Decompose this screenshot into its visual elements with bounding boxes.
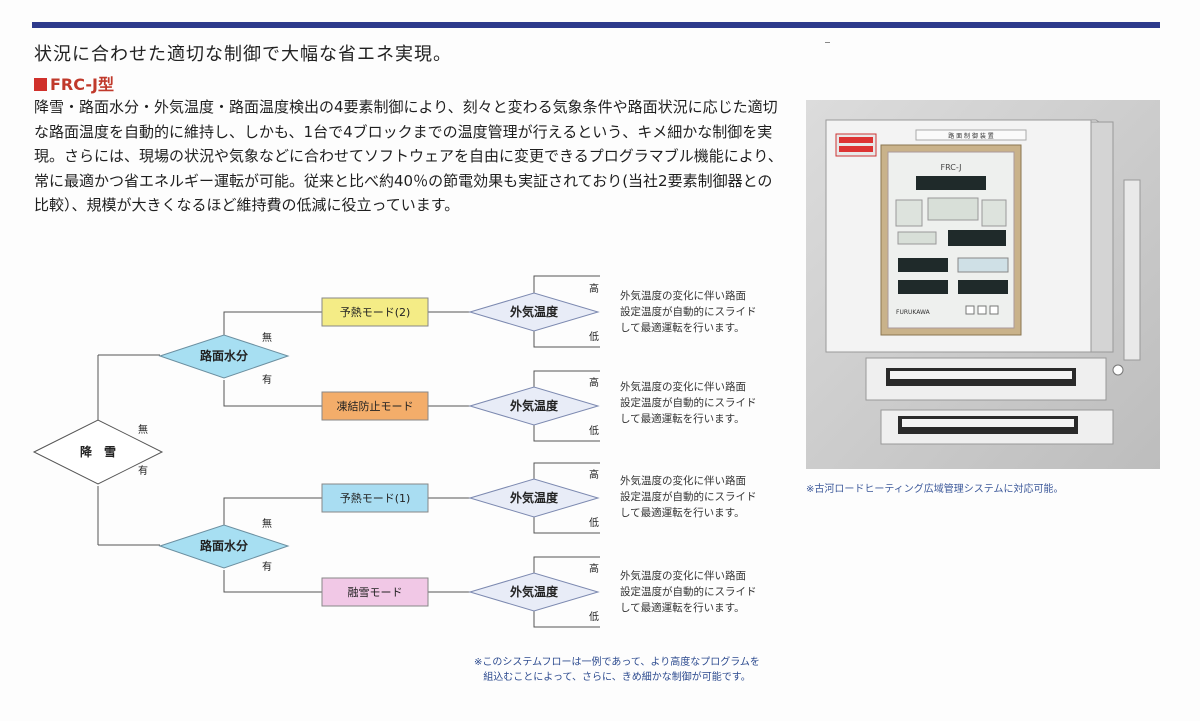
mode-box-preheat-2 [321, 297, 429, 327]
road-moisture-diamond-top [158, 334, 290, 379]
note-1-line: して最適運転を行います。 [620, 322, 745, 334]
note-3: 外気温度の変化に伴い路面 設定温度が自動的にスライド して最適運転を行います。 [620, 473, 790, 521]
mode-label-snowmelt: 融雪モード [348, 586, 403, 599]
outdoor-temp-diamond-3 [468, 478, 600, 518]
flow-footnote: ※このシステムフローは一例であって、より高度なプログラムを 組込むことによって、… [452, 655, 782, 685]
snowfall-diamond [32, 419, 164, 485]
top-no-label: 無 [262, 331, 272, 344]
low-label-3: 低 [589, 516, 599, 529]
note-1-line: 外気温度の変化に伴い路面 [620, 290, 746, 302]
note-2: 外気温度の変化に伴い路面 設定温度が自動的にスライド して最適運転を行います。 [620, 379, 790, 427]
footnote-line: 組込むことによって、さらに、きめ細かな制御が可能です。 [483, 672, 751, 683]
outdoor-temp-diamond-4 [468, 572, 600, 612]
low-label-4: 低 [589, 610, 599, 623]
outdoor-temp-label-1: 外気温度 [510, 304, 559, 319]
decision-group-2: 外気温度 高 低 [468, 376, 600, 437]
outdoor-temp-diamond-2 [468, 386, 600, 426]
mode-box-preheat-1 [321, 483, 429, 513]
outdoor-temp-diamond-1 [468, 292, 600, 332]
flow-lines [97, 275, 600, 628]
outdoor-temp-label-3: 外気温度 [510, 490, 559, 505]
mode-box-snowmelt [321, 577, 429, 607]
device-brand-text: FURUKAWA [896, 309, 931, 316]
note-3-line: 外気温度の変化に伴い路面 [620, 475, 746, 487]
high-label-2: 高 [589, 376, 599, 389]
decision-group-3: 外気温度 高 低 [468, 468, 600, 529]
control-flow-diagram: 降 雪 無 有 路面水分 無 有 路面水分 無 有 予熱モード(2) 凍結防止モ… [32, 275, 600, 628]
note-4-line: 設定温度が自動的にスライド [620, 586, 757, 598]
root-no-label: 無 [138, 423, 148, 436]
model-label: FRC-J型 [50, 75, 114, 94]
note-4-line: して最適運転を行います。 [620, 602, 745, 614]
top-rule [32, 22, 1160, 28]
note-1: 外気温度の変化に伴い路面 設定温度が自動的にスライド して最適運転を行います。 [620, 288, 790, 336]
decision-group-4: 外気温度 高 低 [468, 562, 600, 623]
mode-label-preheat-2: 予熱モード(2) [340, 306, 411, 319]
mode-label-preheat-1: 予熱モード(1) [340, 492, 411, 505]
high-label-3: 高 [589, 468, 599, 481]
mode-box-antifreeze [321, 391, 429, 421]
note-3-line: して最適運転を行います。 [620, 507, 745, 519]
photo-caption: ※古河ロードヒーティング広域管理システムに対応可能。 [806, 484, 1064, 495]
model-title: FRC-J型 [34, 71, 114, 95]
controller-illustration: 路 面 制 御 装 置 FRC-J FURUKAWA [806, 100, 1160, 469]
device-plate-text: 路 面 制 御 装 置 [948, 132, 994, 140]
headline: 状況に合わせた適切な制御で大幅な省エネ実現。 [34, 44, 452, 65]
snowfall-label: 降 雪 [80, 444, 116, 459]
high-label-1: 高 [589, 282, 599, 295]
low-label-2: 低 [589, 424, 599, 437]
device-model-text: FRC-J [940, 163, 961, 172]
note-2-line: 外気温度の変化に伴い路面 [620, 381, 746, 393]
outdoor-temp-label-4: 外気温度 [510, 584, 559, 599]
road-moisture-diamond-bottom [158, 524, 290, 569]
road-moisture-label-bottom: 路面水分 [200, 538, 248, 553]
high-label-4: 高 [589, 562, 599, 575]
outdoor-temp-label-2: 外気温度 [510, 398, 559, 413]
note-3-line: 設定温度が自動的にスライド [620, 491, 757, 503]
decision-group-1: 外気温度 高 低 [468, 282, 600, 343]
product-photo: 路 面 制 御 装 置 FRC-J FURUKAWA [806, 100, 1160, 469]
note-1-line: 設定温度が自動的にスライド [620, 306, 757, 318]
note-4: 外気温度の変化に伴い路面 設定温度が自動的にスライド して最適運転を行います。 [620, 568, 790, 616]
description: 降雪・路面水分・外気温度・路面温度検出の4要素制御により、刻々と変わる気象条件や… [34, 98, 783, 214]
red-square-icon [34, 78, 47, 91]
road-moisture-label-top: 路面水分 [200, 348, 248, 363]
footnote-line: ※このシステムフローは一例であって、より高度なプログラムを [474, 657, 760, 668]
note-2-line: して最適運転を行います。 [620, 413, 745, 425]
bottom-no-label: 無 [262, 517, 272, 530]
note-4-line: 外気温度の変化に伴い路面 [620, 570, 746, 582]
low-label-1: 低 [589, 330, 599, 343]
divider-mark [825, 42, 830, 43]
bottom-yes-label: 有 [262, 560, 272, 573]
note-2-line: 設定温度が自動的にスライド [620, 397, 757, 409]
top-yes-label: 有 [262, 373, 272, 386]
root-yes-label: 有 [138, 464, 148, 477]
mode-label-antifreeze: 凍結防止モード [337, 399, 414, 413]
